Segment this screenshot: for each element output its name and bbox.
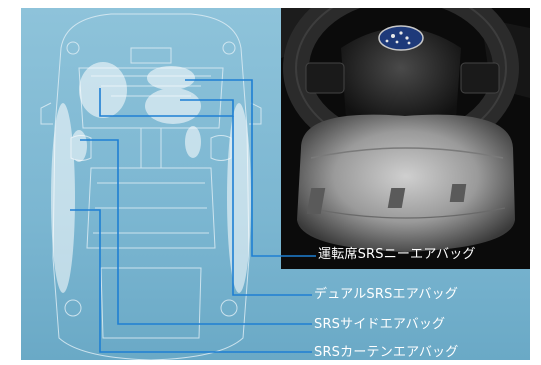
car-top-view-diagram [40, 13, 262, 360]
steering-wheel-photo-drawing [281, 8, 530, 269]
side-airbag-right [185, 126, 201, 158]
passenger-front-airbag-upper [147, 66, 195, 90]
driver-front-airbag [79, 62, 127, 118]
curtain-airbag-right [227, 103, 251, 293]
label-dual-srs-airbag: デュアルSRSエアバッグ [314, 287, 459, 302]
curtain-airbag-left [51, 103, 75, 293]
side-airbag-left [71, 130, 87, 162]
knee-airbag-photo [281, 8, 530, 269]
label-curtain-airbag: SRSカーテンエアバッグ [314, 345, 459, 360]
label-side-airbag: SRSサイドエアバッグ [314, 317, 446, 332]
passenger-front-airbag [145, 88, 201, 124]
label-driver-knee-airbag: 運転席SRSニーエアバッグ [318, 247, 476, 262]
